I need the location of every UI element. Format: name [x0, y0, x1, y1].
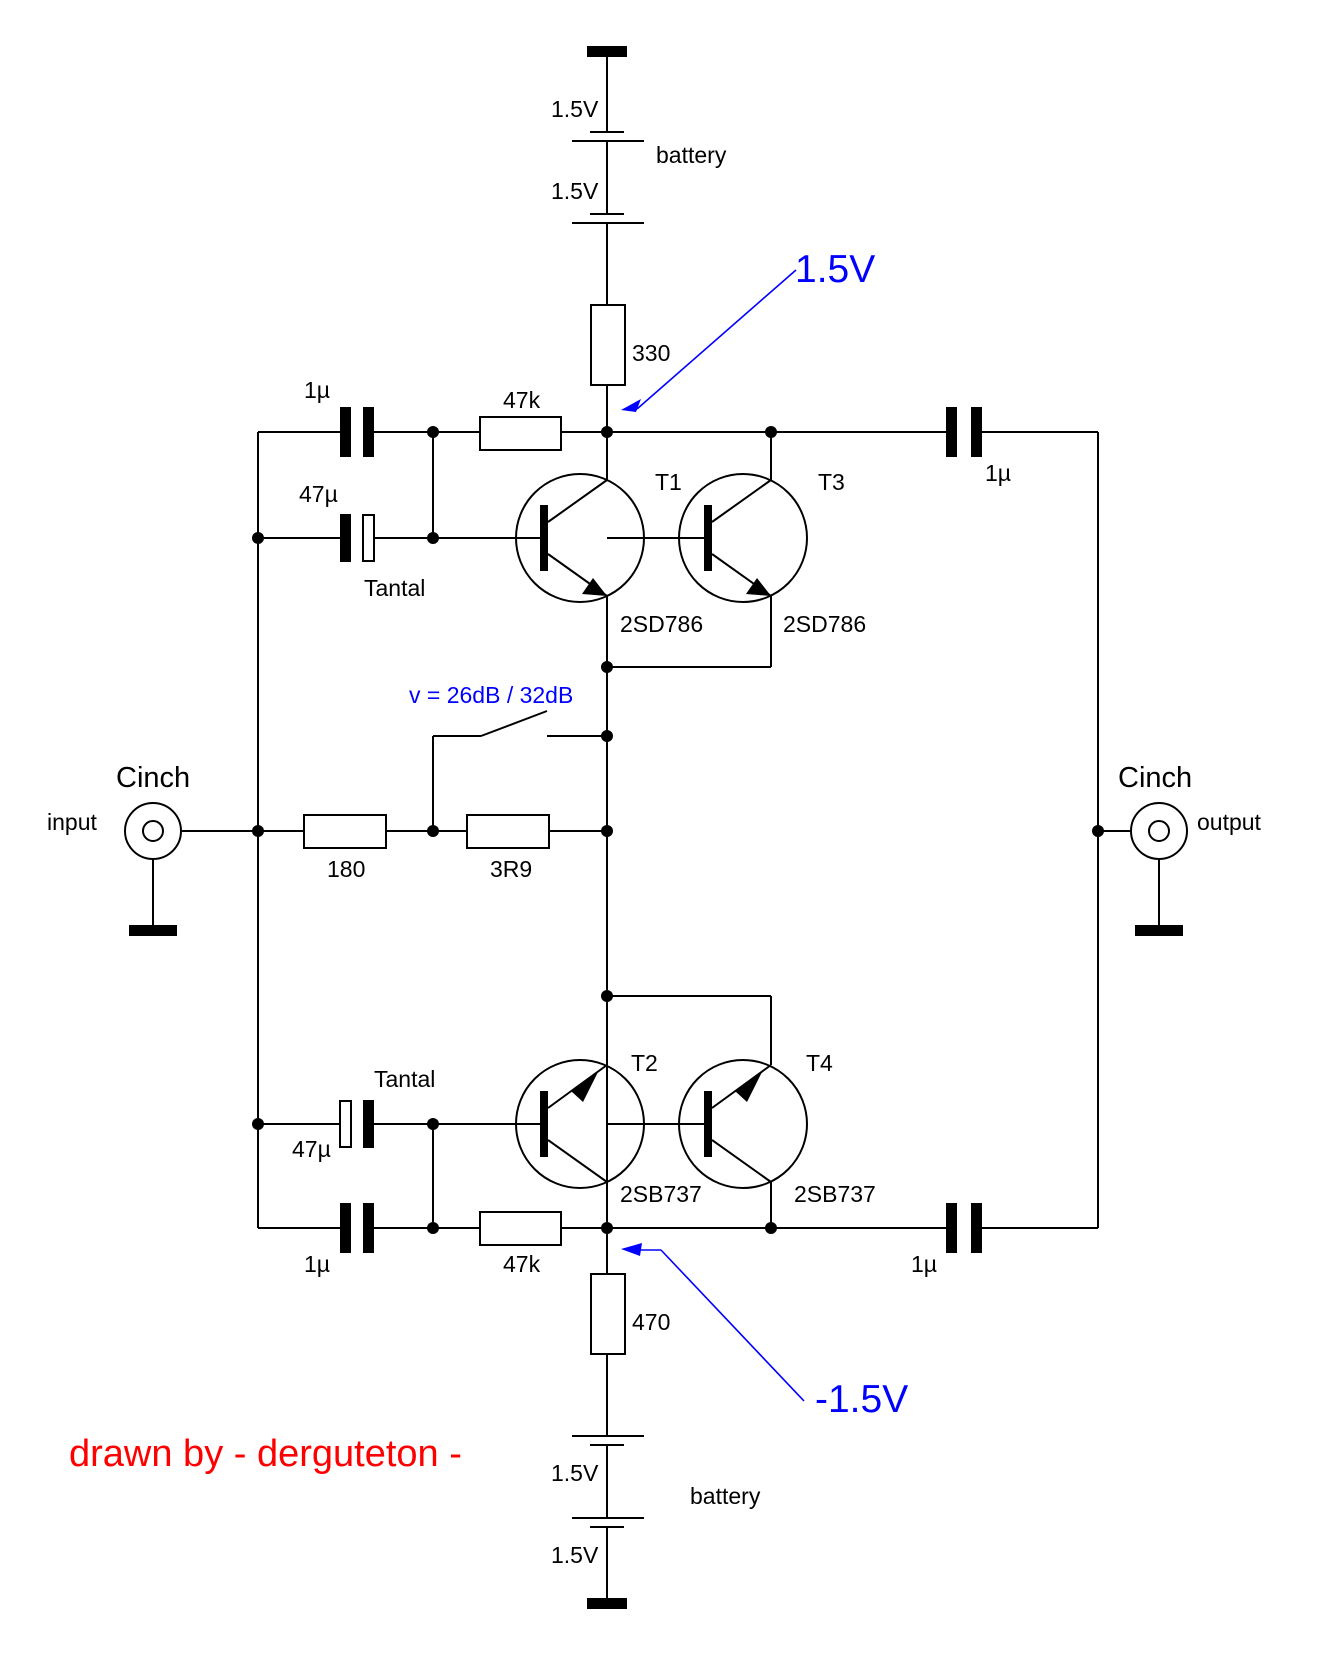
capacitor-tantal-bottom [339, 1100, 374, 1148]
rail-negative-label: -1.5V [815, 1378, 908, 1421]
transistor-t3-type: 2SD786 [783, 611, 866, 637]
resistor-3r9-label: 3R9 [490, 856, 532, 882]
transistor-t1 [515, 432, 645, 667]
resistor-180-label: 180 [327, 856, 365, 882]
resistor-47k-top-label: 47k [503, 387, 541, 413]
transistor-t4-label: T4 [806, 1050, 833, 1076]
rail-positive-label: 1.5V [795, 248, 875, 291]
transistor-t4-type: 2SB737 [794, 1181, 876, 1207]
resistor-470 [590, 1273, 626, 1355]
battery-bottom-cell1-label: 1.5V [551, 1460, 599, 1486]
resistor-3r9 [466, 814, 550, 849]
cinch-input-jack [124, 802, 182, 936]
rail-negative-arrow [621, 1243, 805, 1402]
cinch-output-label: Cinch [1118, 762, 1192, 794]
battery-top-cell2-label: 1.5V [551, 178, 599, 204]
resistor-330-label: 330 [632, 340, 670, 366]
battery-top-cell1-label: 1.5V [551, 96, 599, 122]
resistor-180 [303, 814, 387, 849]
rail-positive-arrow [621, 269, 797, 412]
capacitor-tantal-top [340, 514, 375, 562]
gain-switch [432, 710, 607, 831]
credit-label: drawn by - derguteton - [69, 1433, 462, 1475]
capacitor-1u-top-left [340, 407, 374, 457]
capacitor-1u-bottom-left [340, 1203, 374, 1253]
cinch-input-label: Cinch [116, 762, 190, 794]
input-label: input [47, 809, 97, 835]
battery-bottom-cell2-label: 1.5V [551, 1542, 599, 1568]
capacitor-1u-bottom-right-label: 1µ [911, 1251, 937, 1277]
transistor-t1-label: T1 [655, 469, 682, 495]
capacitor-tantal-bottom-value: 47µ [292, 1136, 331, 1162]
capacitor-1u-bottom-right [946, 1203, 982, 1253]
transistor-t2-label: T2 [631, 1050, 658, 1076]
capacitor-1u-top-right-label: 1µ [985, 460, 1011, 486]
resistor-470-label: 470 [632, 1309, 670, 1335]
capacitor-1u-bottom-left-label: 1µ [304, 1251, 330, 1277]
capacitor-1u-top-right [946, 407, 982, 457]
battery-top [572, 46, 644, 305]
transistor-t3-label: T3 [818, 469, 845, 495]
capacitor-tantal-top-label: Tantal [364, 575, 425, 601]
battery-bottom-label: battery [690, 1483, 761, 1509]
cinch-output-jack [1130, 802, 1188, 936]
gain-switch-label: v = 26dB / 32dB [409, 682, 573, 708]
output-label: output [1197, 809, 1262, 835]
transistor-t3 [607, 432, 808, 668]
transistor-t2-type: 2SB737 [620, 1181, 702, 1207]
battery-bottom [572, 1435, 644, 1609]
resistor-47k-bottom [479, 1211, 562, 1246]
resistor-330 [590, 304, 626, 386]
resistor-47k-bottom-label: 47k [503, 1251, 541, 1277]
capacitor-tantal-top-value: 47µ [299, 481, 338, 507]
transistor-t1-type: 2SD786 [620, 611, 703, 637]
junction-dots [252, 426, 1104, 1234]
capacitor-1u-top-left-label: 1µ [304, 377, 330, 403]
capacitor-tantal-bottom-label: Tantal [374, 1066, 435, 1092]
resistor-47k-top [479, 416, 562, 451]
battery-top-label: battery [656, 142, 727, 168]
transistor-t4 [678, 1059, 808, 1228]
